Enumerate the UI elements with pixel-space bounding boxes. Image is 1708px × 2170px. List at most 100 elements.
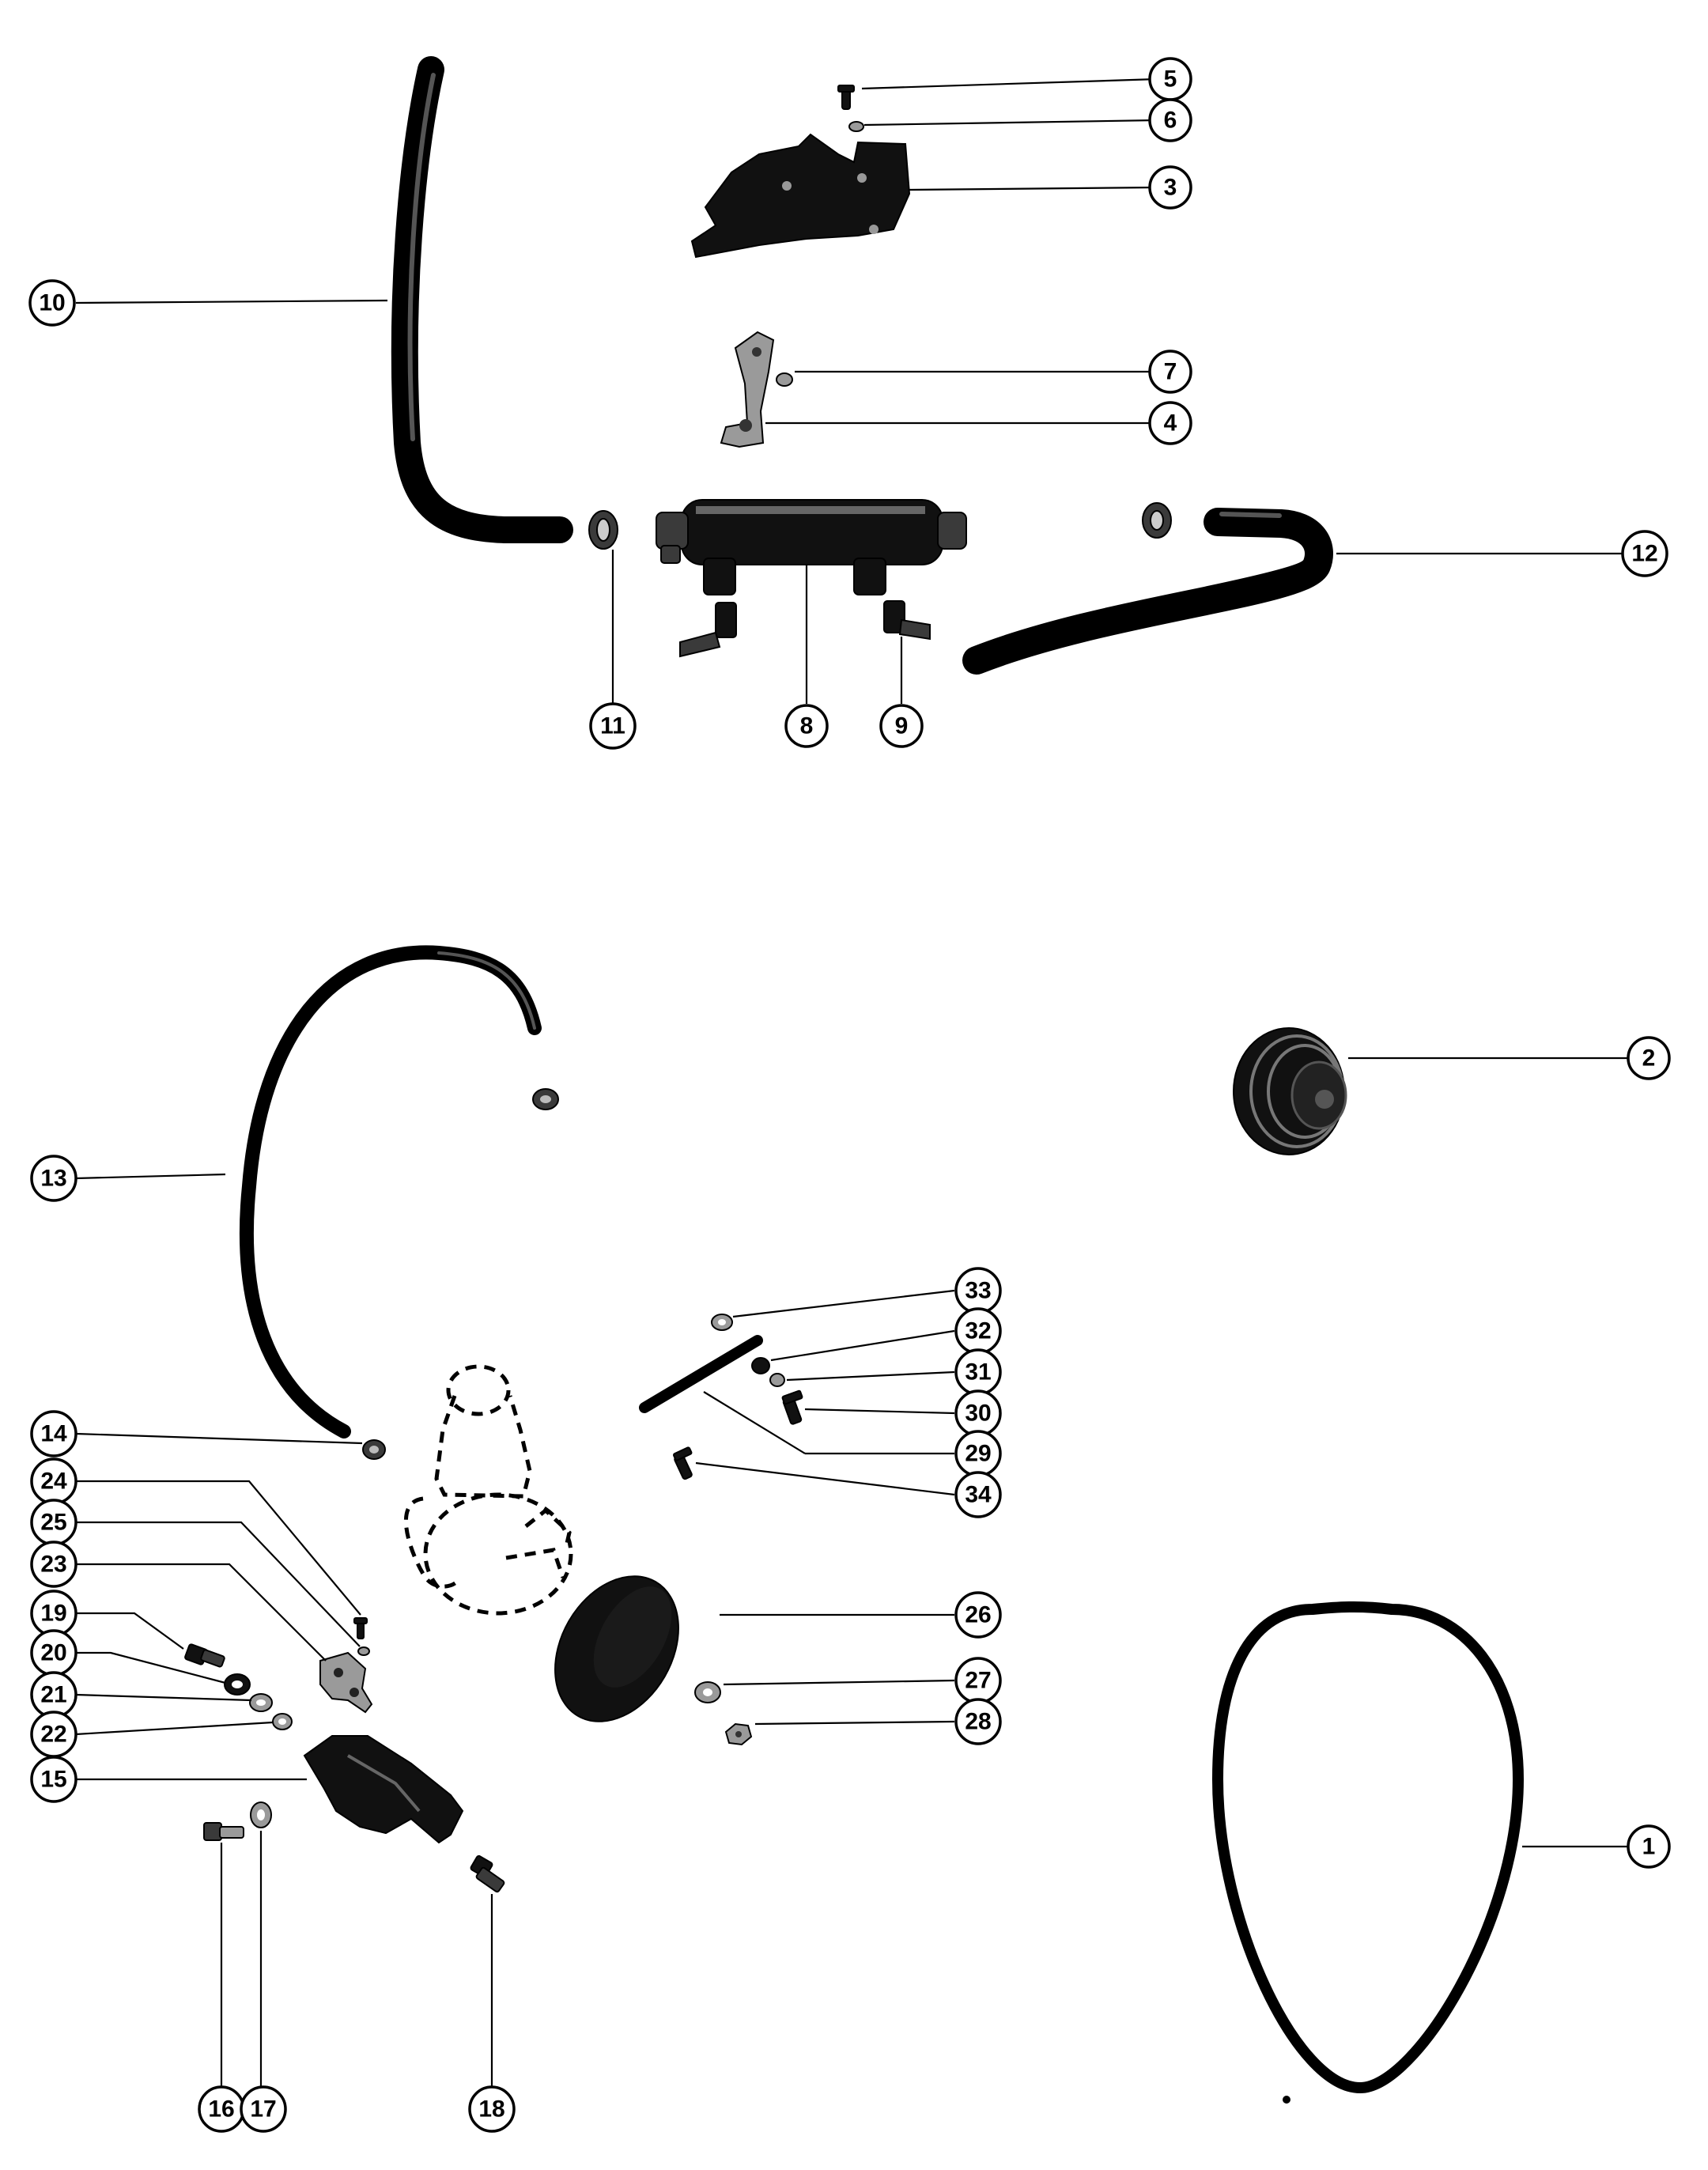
- callout-27: 27: [954, 1657, 1002, 1704]
- svg-text:2: 2: [1642, 1045, 1656, 1072]
- part-29-rod: [639, 1335, 763, 1413]
- part-13-clamp: [532, 1088, 559, 1110]
- callout-22: 22: [30, 1711, 77, 1758]
- part-18-bolt: [470, 1854, 505, 1893]
- part-1-belt: [1211, 1601, 1525, 2094]
- part-12-clamp: [1142, 502, 1172, 539]
- svg-text:21: 21: [40, 1682, 66, 1708]
- callout-1: 1: [1627, 1824, 1671, 1869]
- svg-text:13: 13: [40, 1166, 66, 1192]
- part-22-washer: [272, 1713, 293, 1730]
- callout-10: 10: [28, 279, 76, 327]
- part-15-bracket: [303, 1735, 464, 1844]
- part-20-washer: [224, 1673, 251, 1696]
- callout-6: 6: [1148, 98, 1192, 142]
- leader-lines: [75, 78, 1629, 2088]
- callout-2: 2: [1627, 1036, 1671, 1080]
- part-30-bolt: [781, 1389, 803, 1425]
- svg-text:17: 17: [250, 2096, 276, 2123]
- callout-21: 21: [30, 1671, 77, 1718]
- part-27-washer: [694, 1681, 721, 1703]
- callout-8: 8: [784, 704, 829, 748]
- part-33-washer: [711, 1314, 733, 1331]
- svg-text:24: 24: [40, 1469, 67, 1495]
- svg-text:10: 10: [39, 290, 65, 316]
- svg-text:3: 3: [1164, 175, 1177, 201]
- svg-text:8: 8: [800, 713, 814, 739]
- svg-text:16: 16: [208, 2096, 234, 2123]
- callout-9: 9: [879, 704, 924, 748]
- part-16-bolt: [203, 1822, 244, 1841]
- part-31-washer: [769, 1373, 785, 1387]
- part-9-elbow-fitting: [883, 600, 931, 641]
- svg-text:22: 22: [40, 1722, 66, 1748]
- callout-17: 17: [240, 2085, 287, 2133]
- callout-13: 13: [30, 1155, 77, 1202]
- callout-33: 33: [954, 1267, 1002, 1314]
- callout-3: 3: [1148, 165, 1192, 210]
- part-26-cover-disk: [554, 1575, 679, 1722]
- callout-4: 4: [1148, 401, 1192, 445]
- svg-text:4: 4: [1164, 410, 1177, 437]
- svg-text:18: 18: [478, 2096, 504, 2123]
- svg-text:12: 12: [1631, 541, 1657, 567]
- svg-text:5: 5: [1164, 66, 1177, 93]
- svg-text:28: 28: [965, 1709, 991, 1735]
- svg-text:27: 27: [965, 1668, 991, 1694]
- part-32-washer: [751, 1357, 770, 1374]
- callout-32: 32: [954, 1307, 1002, 1355]
- callout-18: 18: [468, 2085, 516, 2133]
- callout-34: 34: [954, 1471, 1002, 1518]
- part-2-pulley: [1233, 1027, 1347, 1155]
- callout-30: 30: [954, 1389, 1002, 1437]
- part-10-hose: [391, 56, 573, 543]
- svg-text:20: 20: [40, 1640, 66, 1666]
- svg-text:9: 9: [895, 713, 909, 739]
- svg-text:29: 29: [965, 1441, 991, 1467]
- svg-text:33: 33: [965, 1278, 991, 1304]
- part-3-bracket-plate: [690, 133, 911, 259]
- callout-15: 15: [30, 1756, 77, 1803]
- part-6-washer: [848, 121, 864, 132]
- svg-text:26: 26: [965, 1602, 991, 1628]
- part-17-washer: [250, 1801, 272, 1828]
- callout-29: 29: [954, 1430, 1002, 1477]
- part-11-clamp: [588, 510, 618, 550]
- part-8-cooler: [656, 499, 967, 595]
- callout-16: 16: [198, 2085, 245, 2133]
- callout-11: 11: [589, 702, 637, 750]
- svg-text:25: 25: [40, 1510, 66, 1536]
- speck: [1283, 2096, 1290, 2104]
- part-7-nut: [776, 372, 793, 387]
- part-elbow-fitting-left: [679, 602, 737, 658]
- svg-text:14: 14: [40, 1421, 67, 1447]
- callout-14: 14: [30, 1410, 77, 1457]
- part-24-screw: [353, 1617, 368, 1639]
- part-19-bolt: [184, 1643, 225, 1668]
- svg-text:32: 32: [965, 1318, 991, 1344]
- pump-phantom-outline: [403, 1364, 573, 1616]
- svg-text:15: 15: [40, 1767, 66, 1793]
- callout-31: 31: [954, 1348, 1002, 1396]
- part-13-hose: [239, 945, 542, 1438]
- callout-23: 23: [30, 1541, 77, 1588]
- svg-text:34: 34: [965, 1482, 992, 1508]
- svg-text:19: 19: [40, 1601, 66, 1627]
- svg-text:1: 1: [1642, 1834, 1656, 1860]
- part-12-hose: [962, 508, 1333, 675]
- part-23-adapter: [319, 1651, 373, 1714]
- callout-20: 20: [30, 1629, 77, 1677]
- svg-text:30: 30: [965, 1401, 991, 1427]
- callout-24: 24: [30, 1457, 77, 1505]
- part-28-nut: [724, 1722, 753, 1746]
- part-4-clamp-bracket: [720, 331, 775, 448]
- callout-25: 25: [30, 1499, 77, 1546]
- part-14-clamp: [362, 1439, 386, 1460]
- part-34-screw: [672, 1446, 693, 1480]
- part-5-screw: [837, 85, 855, 110]
- svg-text:23: 23: [40, 1552, 66, 1578]
- part-21-washer: [249, 1693, 273, 1712]
- svg-text:7: 7: [1164, 359, 1177, 385]
- callout-28: 28: [954, 1698, 1002, 1745]
